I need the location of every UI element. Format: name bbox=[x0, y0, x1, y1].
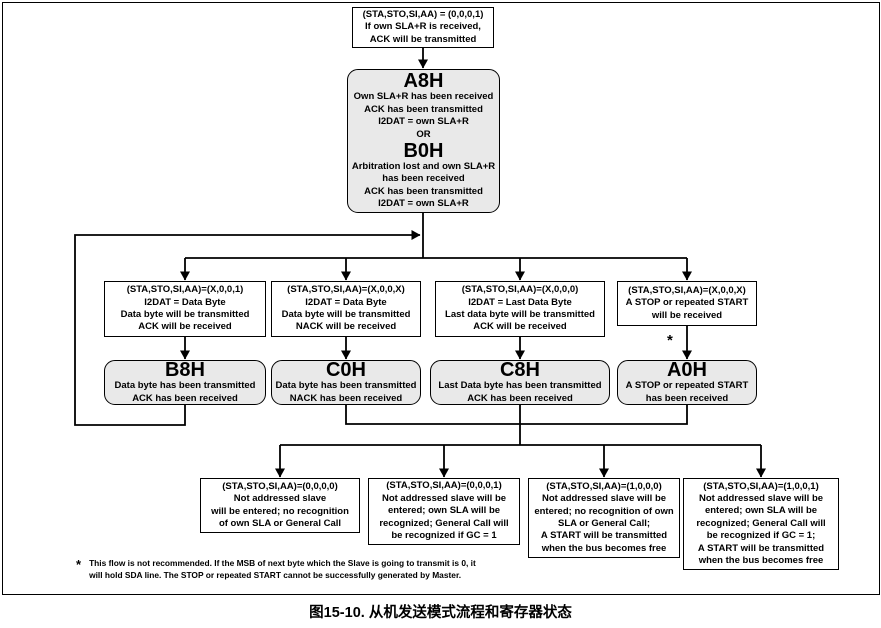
text-line: ACK will be received bbox=[138, 321, 232, 333]
entry-condition-box: (STA,STO,SI,AA) = (0,0,0,1)If own SLA+R … bbox=[352, 7, 494, 48]
text-line: SLA or General Call; bbox=[557, 518, 651, 529]
text-line: (STA,STO,SI,AA)=(X,0,0,X) bbox=[287, 284, 405, 296]
text-line: entered; own SLA will be bbox=[704, 505, 818, 517]
footnote-asterisk: * bbox=[76, 557, 82, 572]
result-box-own-sla-recognized: (STA,STO,SI,AA)=(0,0,0,1)Not addressed s… bbox=[368, 478, 520, 545]
text-line: (STA,STO,SI,AA)=(1,0,0,1) bbox=[703, 480, 819, 492]
state-code-a8h: A8H bbox=[403, 70, 444, 93]
text-line: recognized; General Call will bbox=[696, 517, 826, 529]
text-line: ACK will be transmitted bbox=[369, 33, 477, 45]
text-line: ACK will be received bbox=[473, 321, 567, 333]
state-code-c0h: C0H bbox=[325, 359, 366, 382]
text-line: ACK has been transmitted bbox=[364, 103, 483, 115]
text-line: recognized; General Call will bbox=[379, 517, 509, 529]
text-line: (STA,STO,SI,AA)=(0,0,0,0) bbox=[222, 480, 338, 492]
text-line: Not addressed slave bbox=[233, 493, 327, 505]
text-line: will hold SDA line. The STOP or repeated… bbox=[89, 569, 462, 580]
result-box-start-no-recognition: (STA,STO,SI,AA)=(1,0,0,0)Not addressed s… bbox=[528, 478, 680, 558]
text-line: I2DAT = Last Data Byte bbox=[468, 296, 572, 308]
text-line: will be received bbox=[651, 309, 723, 321]
text-line: when the bus becomes free bbox=[698, 555, 824, 567]
condition-box-data-ack: (STA,STO,SI,AA)=(X,0,0,1)I2DAT = Data By… bbox=[104, 281, 266, 337]
state-code-c8h: C8H bbox=[499, 359, 540, 382]
text-line: NACK has been received bbox=[289, 392, 403, 404]
text-line: entered; own SLA will be bbox=[387, 505, 501, 517]
figure-frame bbox=[2, 2, 880, 595]
text-line: Own SLA+R has been received bbox=[353, 91, 494, 103]
result-box-not-addressed: (STA,STO,SI,AA)=(0,0,0,0)Not addressed s… bbox=[200, 478, 360, 533]
text-line: I2DAT = Data Byte bbox=[305, 296, 387, 308]
text-line: I2DAT = Data Byte bbox=[144, 296, 226, 308]
text-line: ACK has been received bbox=[132, 392, 238, 404]
condition-box-stop-start: (STA,STO,SI,AA)=(X,0,0,X)A STOP or repea… bbox=[617, 281, 757, 326]
text-line: ACK has been transmitted bbox=[364, 185, 483, 197]
text-line: (STA,STO,SI,AA)=(X,0,0,1) bbox=[126, 284, 244, 296]
result-box-start-sla-recognized: (STA,STO,SI,AA)=(1,0,0,1)Not addressed s… bbox=[683, 478, 839, 570]
text-line: Data byte has been transmitted bbox=[275, 380, 417, 392]
text-line: NACK will be received bbox=[295, 321, 397, 333]
text-line: This flow is not recommended. If the MSB… bbox=[89, 558, 476, 568]
text-line: entered; no recognition of own bbox=[534, 505, 674, 517]
text-line: when the bus becomes free bbox=[541, 542, 667, 554]
state-code-a0h: A0H bbox=[666, 359, 707, 382]
footnote: * This flow is not recommended. If the M… bbox=[76, 558, 476, 581]
text-line: will be entered; no recognition bbox=[211, 505, 349, 517]
text-line: be recognized if GC = 1; bbox=[706, 530, 816, 542]
text-line: I2DAT = own SLA+R bbox=[378, 198, 469, 210]
text-line: Not addressed slave will be bbox=[381, 492, 507, 504]
text-line: (STA,STO,SI,AA)=(1,0,0,0) bbox=[546, 480, 662, 492]
text-line: I2DAT = own SLA+R bbox=[378, 116, 469, 128]
text-line: Data byte will be transmitted bbox=[120, 309, 250, 320]
text-line: (STA,STO,SI,AA)=(X,0,0,0) bbox=[461, 284, 579, 296]
text-line: If own SLA+R is received, bbox=[365, 21, 481, 33]
state-code-b0h: B0H bbox=[403, 140, 444, 162]
text-line: Arbitration lost and own SLA+R bbox=[351, 161, 496, 172]
figure-caption: 图15-10. 从机发送模式流程和寄存器状态 bbox=[309, 605, 572, 621]
text-line: Last Data byte has been transmitted bbox=[438, 380, 602, 392]
condition-box-data-nack: (STA,STO,SI,AA)=(X,0,0,X)I2DAT = Data By… bbox=[271, 281, 421, 337]
text-line: ACK has been received bbox=[467, 392, 573, 404]
text-line: A START will be transmitted bbox=[697, 542, 825, 554]
text-line: Not addressed slave will be bbox=[541, 493, 667, 505]
text-line: A STOP or repeated START bbox=[625, 380, 749, 392]
state-code-b8h: B8H bbox=[164, 359, 205, 382]
text-line: of own SLA or General Call bbox=[218, 517, 342, 529]
text-line: (STA,STO,SI,AA) = (0,0,0,1) bbox=[362, 8, 484, 20]
text-line: be recognized if GC = 1 bbox=[391, 530, 497, 542]
text-line: has been received bbox=[645, 392, 729, 404]
text-line: Data byte will be transmitted bbox=[281, 309, 411, 320]
text-line: A STOP or repeated START bbox=[625, 297, 749, 309]
footnote-text: This flow is not recommended. If the MSB… bbox=[89, 558, 476, 581]
text-line: Data byte has been transmitted bbox=[114, 380, 256, 392]
text-line: has been received bbox=[382, 173, 465, 185]
condition-box-last-data: (STA,STO,SI,AA)=(X,0,0,0)I2DAT = Last Da… bbox=[435, 281, 605, 337]
asterisk-marker: * bbox=[667, 332, 673, 349]
text-line: (STA,STO,SI,AA)=(X,0,0,X) bbox=[628, 284, 746, 296]
text-line: A START will be transmitted bbox=[540, 530, 668, 542]
or-label: OR bbox=[416, 128, 431, 140]
text-line: (STA,STO,SI,AA)=(0,0,0,1) bbox=[386, 480, 502, 492]
text-line: Last data byte will be transmitted bbox=[445, 309, 595, 320]
text-line: Not addressed slave will be bbox=[698, 492, 824, 504]
